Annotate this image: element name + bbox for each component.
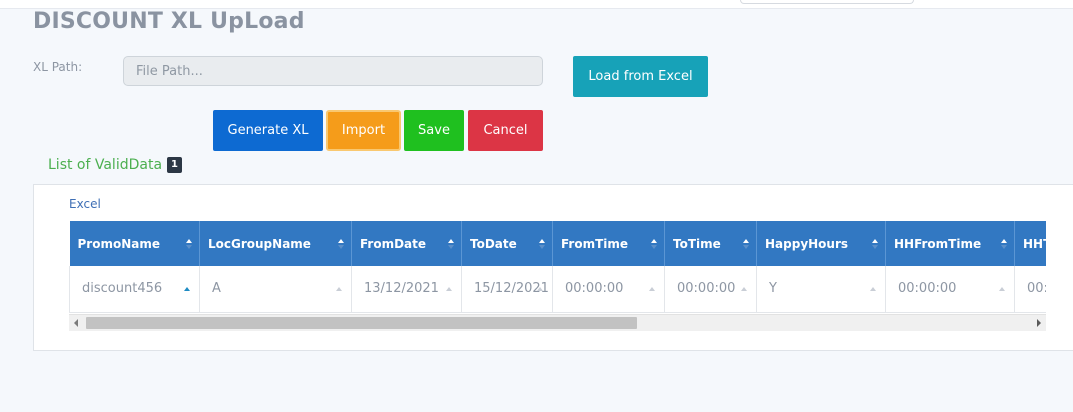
table-cell[interactable]: 15/12/2021 bbox=[461, 266, 553, 313]
column-header-label: PromoName bbox=[77, 236, 161, 251]
data-grid: PromoName LocGroupName FromDate ToDate F… bbox=[69, 221, 1046, 331]
caret-up-icon[interactable] bbox=[649, 286, 655, 291]
table-cell[interactable]: 00:00:00 bbox=[552, 266, 665, 313]
table-cell[interactable]: Y bbox=[756, 266, 886, 313]
xl-path-label: XL Path: bbox=[33, 60, 83, 74]
xl-path-input[interactable] bbox=[123, 56, 543, 86]
table-cell[interactable]: discount456 bbox=[69, 266, 200, 313]
import-button[interactable]: Import bbox=[326, 110, 401, 151]
table-cell[interactable]: 00:00:00 bbox=[664, 266, 757, 313]
column-header-hhfromtime[interactable]: HHFromTime bbox=[885, 221, 1015, 266]
table-cell[interactable]: 00:00:00 bbox=[1014, 266, 1046, 313]
cell-value: 15/12/2021 bbox=[474, 281, 549, 297]
table-cell[interactable]: 00:00:00 bbox=[885, 266, 1015, 313]
column-header-label: FromDate bbox=[360, 236, 427, 251]
column-header-fromtime[interactable]: FromTime bbox=[552, 221, 665, 266]
generate-xl-button[interactable]: Generate XL bbox=[213, 110, 323, 151]
column-header-happyhours[interactable]: HappyHours bbox=[756, 221, 886, 266]
cell-value: Y bbox=[769, 281, 777, 297]
column-header-promoname[interactable]: PromoName bbox=[69, 221, 200, 266]
cell-value: 00:00:00 bbox=[898, 281, 957, 297]
sort-arrows-icon[interactable] bbox=[538, 238, 545, 250]
top-bar bbox=[0, 0, 1073, 9]
sort-arrows-icon[interactable] bbox=[871, 238, 878, 250]
scroll-right-arrow-icon[interactable] bbox=[1037, 319, 1041, 327]
save-button[interactable]: Save bbox=[404, 110, 464, 151]
caret-up-icon[interactable] bbox=[537, 286, 543, 291]
list-title-row: List of ValidData 1 bbox=[48, 157, 183, 173]
scrollbar-thumb[interactable] bbox=[86, 317, 637, 329]
column-header-fromdate[interactable]: FromDate bbox=[351, 221, 462, 266]
cell-value: 00:00:00 bbox=[677, 281, 736, 297]
sort-arrows-icon[interactable] bbox=[337, 238, 344, 250]
page-title: DISCOUNT XL UpLoad bbox=[33, 9, 305, 34]
sort-arrows-icon[interactable] bbox=[650, 238, 657, 250]
cell-value: 13/12/2021 bbox=[364, 281, 439, 297]
sort-arrows-icon[interactable] bbox=[742, 238, 749, 250]
cell-value: 00:00:00 bbox=[565, 281, 624, 297]
caret-up-icon[interactable] bbox=[336, 286, 342, 291]
cell-value: A bbox=[212, 281, 221, 297]
load-from-excel-button[interactable]: Load from Excel bbox=[573, 56, 708, 97]
column-header-locgroupname[interactable]: LocGroupName bbox=[199, 221, 352, 266]
column-header-todate[interactable]: ToDate bbox=[461, 221, 553, 266]
column-header-label: HappyHours bbox=[765, 236, 849, 251]
caret-up-icon[interactable] bbox=[870, 286, 876, 291]
header-row: PromoName LocGroupName FromDate ToDate F… bbox=[69, 221, 1046, 266]
column-header-label: FromTime bbox=[561, 236, 629, 251]
valid-count-badge: 1 bbox=[167, 157, 183, 173]
table-row[interactable]: discount456 A 13/12/2021 15/12/2021 00:0… bbox=[69, 266, 1046, 313]
table-cell[interactable]: 13/12/2021 bbox=[351, 266, 462, 313]
caret-up-icon[interactable] bbox=[741, 286, 747, 291]
top-search-field[interactable] bbox=[740, 0, 914, 4]
excel-tab-label[interactable]: Excel bbox=[69, 197, 101, 211]
sort-arrows-icon[interactable] bbox=[185, 238, 192, 250]
cancel-button[interactable]: Cancel bbox=[468, 110, 543, 151]
valid-data-table: PromoName LocGroupName FromDate ToDate F… bbox=[69, 221, 1046, 313]
horizontal-scrollbar[interactable] bbox=[69, 314, 1046, 331]
column-header-label: ToDate bbox=[470, 236, 517, 251]
cell-value: 00:00:00 bbox=[1027, 281, 1046, 297]
column-header-hhtotime[interactable]: HHToTime bbox=[1014, 221, 1046, 266]
scroll-left-arrow-icon[interactable] bbox=[74, 319, 78, 327]
column-header-totime[interactable]: ToTime bbox=[664, 221, 757, 266]
column-header-label: ToTime bbox=[673, 236, 721, 251]
caret-up-icon[interactable] bbox=[446, 286, 452, 291]
list-title: List of ValidData bbox=[48, 157, 163, 173]
table-cell[interactable]: A bbox=[199, 266, 352, 313]
column-header-label: HHToTime bbox=[1023, 236, 1046, 251]
caret-up-icon[interactable] bbox=[184, 286, 190, 291]
column-header-label: HHFromTime bbox=[894, 236, 982, 251]
caret-up-icon[interactable] bbox=[999, 286, 1005, 291]
column-header-label: LocGroupName bbox=[208, 236, 311, 251]
cell-value: discount456 bbox=[82, 281, 163, 297]
sort-arrows-icon[interactable] bbox=[1000, 238, 1007, 250]
sort-arrows-icon[interactable] bbox=[447, 238, 454, 250]
